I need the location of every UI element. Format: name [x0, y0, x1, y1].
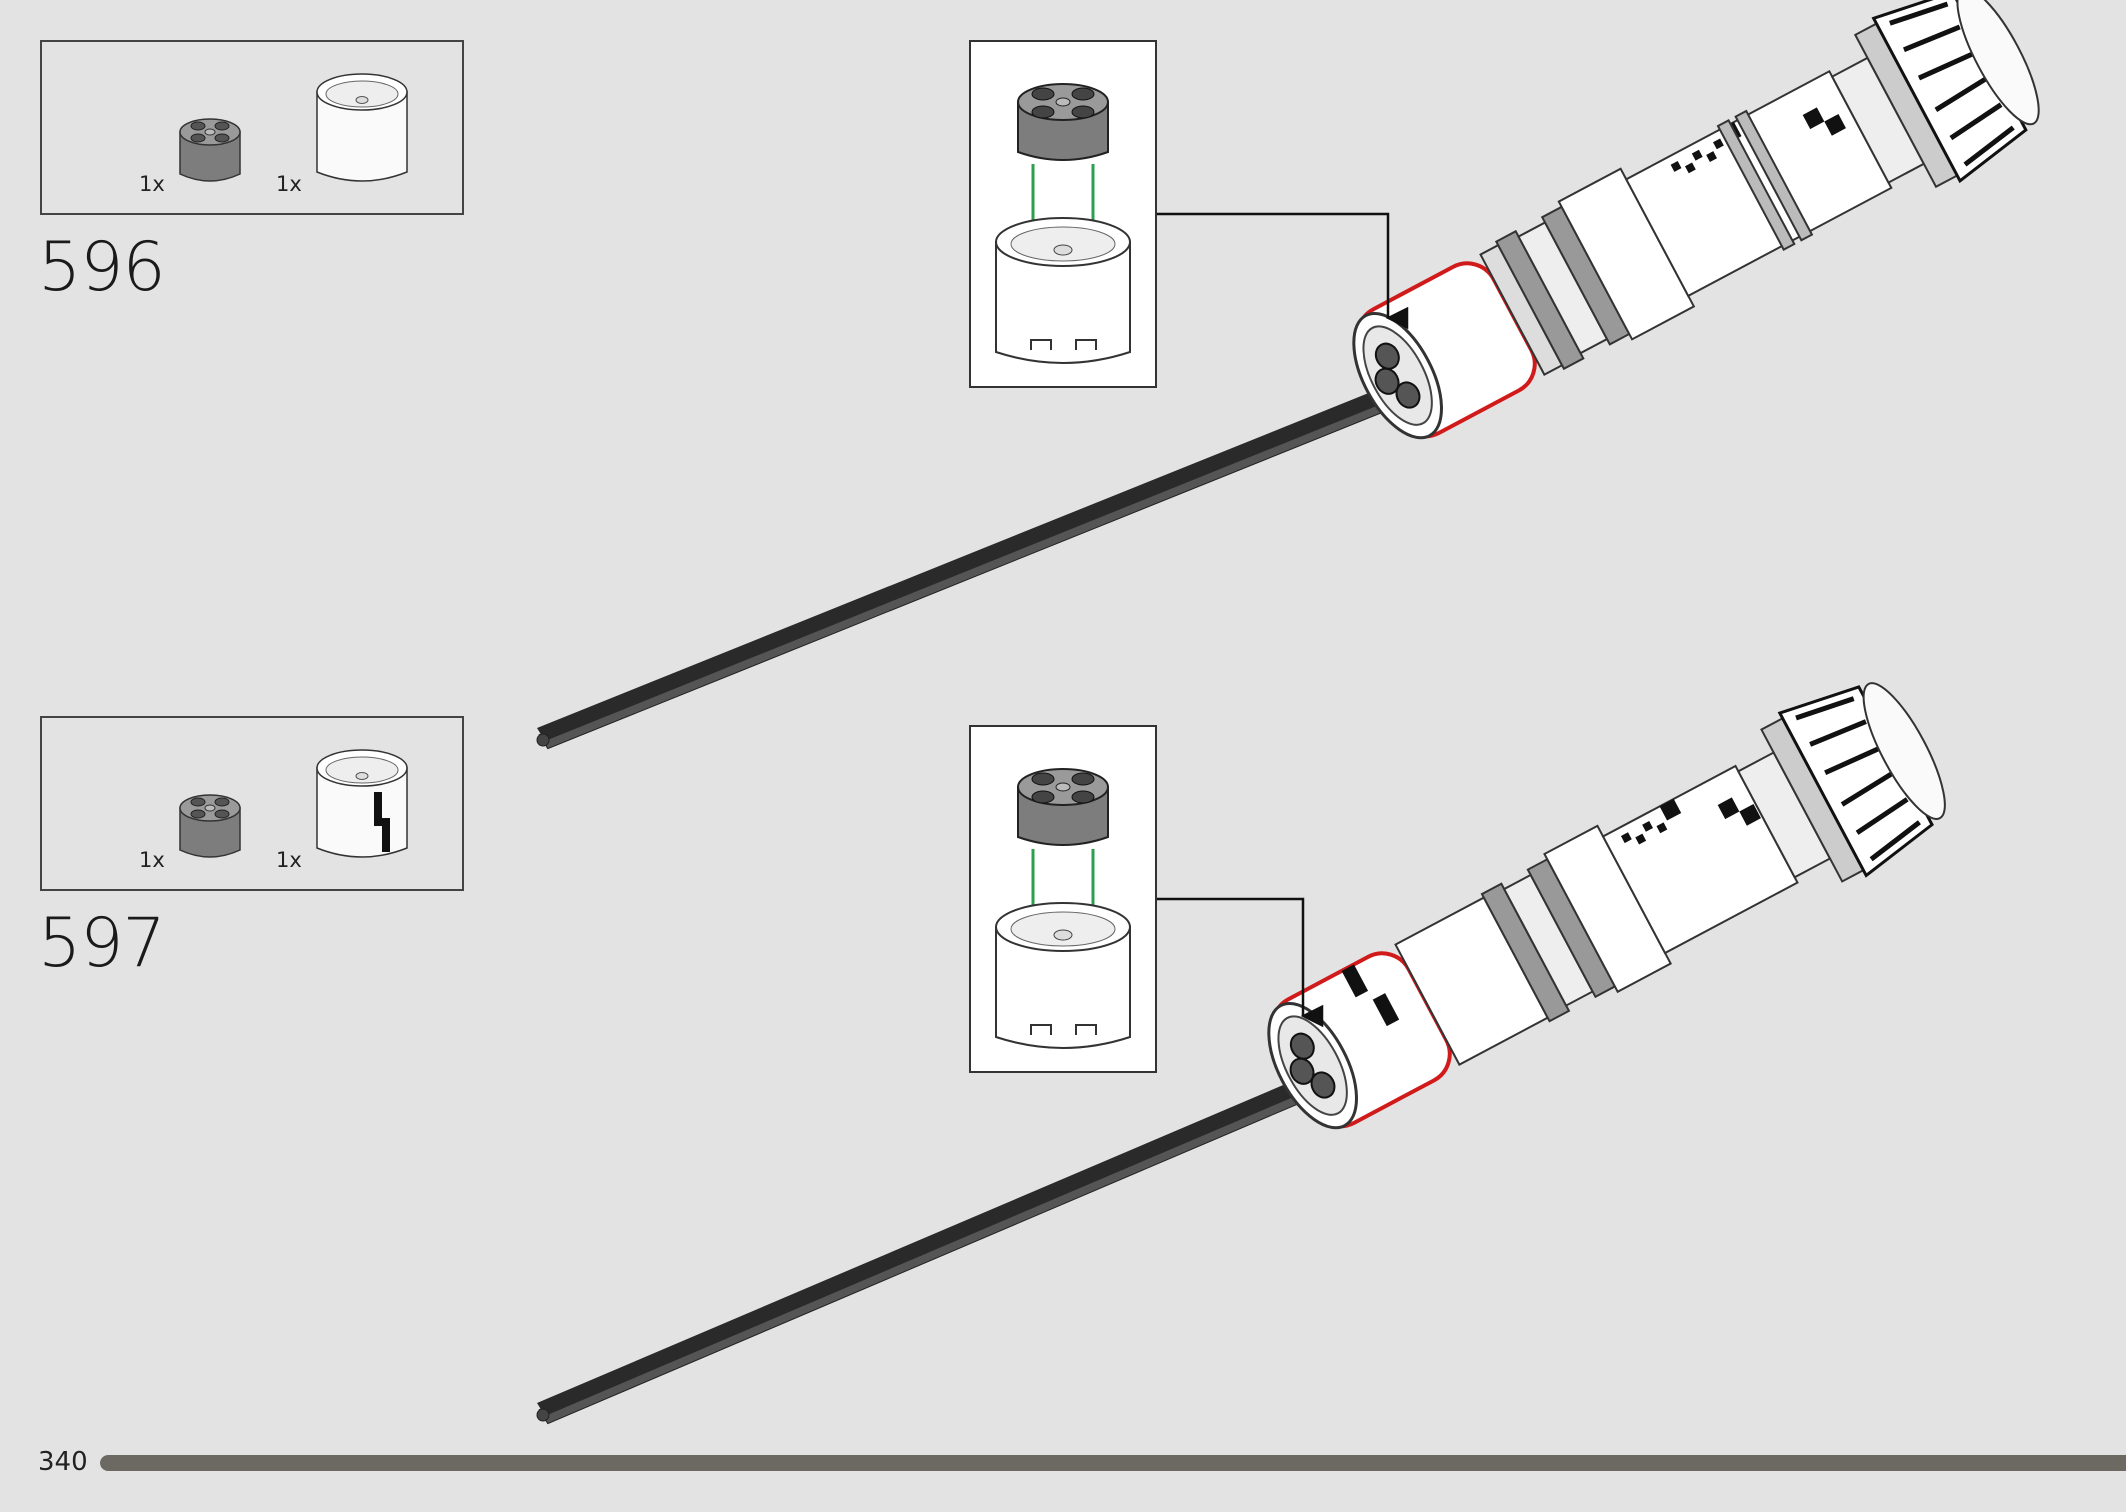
- callout-box-596: [969, 40, 1157, 388]
- blade: [536, 1080, 1308, 1425]
- sub-assembly-diagram: [995, 83, 1131, 364]
- lightsaber-assembly-596: [536, 0, 2040, 750]
- white-printed-round-brick-part: [316, 749, 408, 858]
- parts-list-596: 1x 1x: [40, 40, 464, 215]
- white-round-brick: [995, 902, 1131, 1049]
- part-qty: 1x: [276, 172, 302, 196]
- callout-597-connector: [1156, 897, 1324, 1028]
- parts-list-597: 1x 1x: [40, 716, 464, 891]
- progress-bar-fill: [100, 1455, 2126, 1471]
- sub-assembly-diagram: [995, 768, 1131, 1049]
- dark-round-brick: [1017, 768, 1109, 846]
- parts-illustration: [179, 73, 408, 182]
- hilt: [1352, 0, 2040, 440]
- part-qty: 1x: [276, 848, 302, 872]
- progress-bar: [100, 1455, 2126, 1471]
- parts-illustration: [179, 749, 408, 858]
- blade: [536, 388, 1394, 750]
- white-round-brick-part: [316, 73, 408, 182]
- hilt: [1267, 682, 1946, 1130]
- dark-round-brick-part: [179, 118, 241, 182]
- dark-round-brick: [1017, 83, 1109, 161]
- white-round-brick: [995, 217, 1131, 364]
- step-number-596: 596: [38, 228, 166, 307]
- part-qty: 1x: [139, 172, 165, 196]
- callout-box-597: [969, 725, 1157, 1073]
- dark-round-brick-part: [179, 794, 241, 858]
- part-qty: 1x: [139, 848, 165, 872]
- step-number-597: 597: [38, 904, 166, 983]
- lightsaber-assembly-597: [536, 682, 1946, 1425]
- page-number: 340: [38, 1447, 88, 1477]
- callout-596-connector: [1156, 212, 1409, 330]
